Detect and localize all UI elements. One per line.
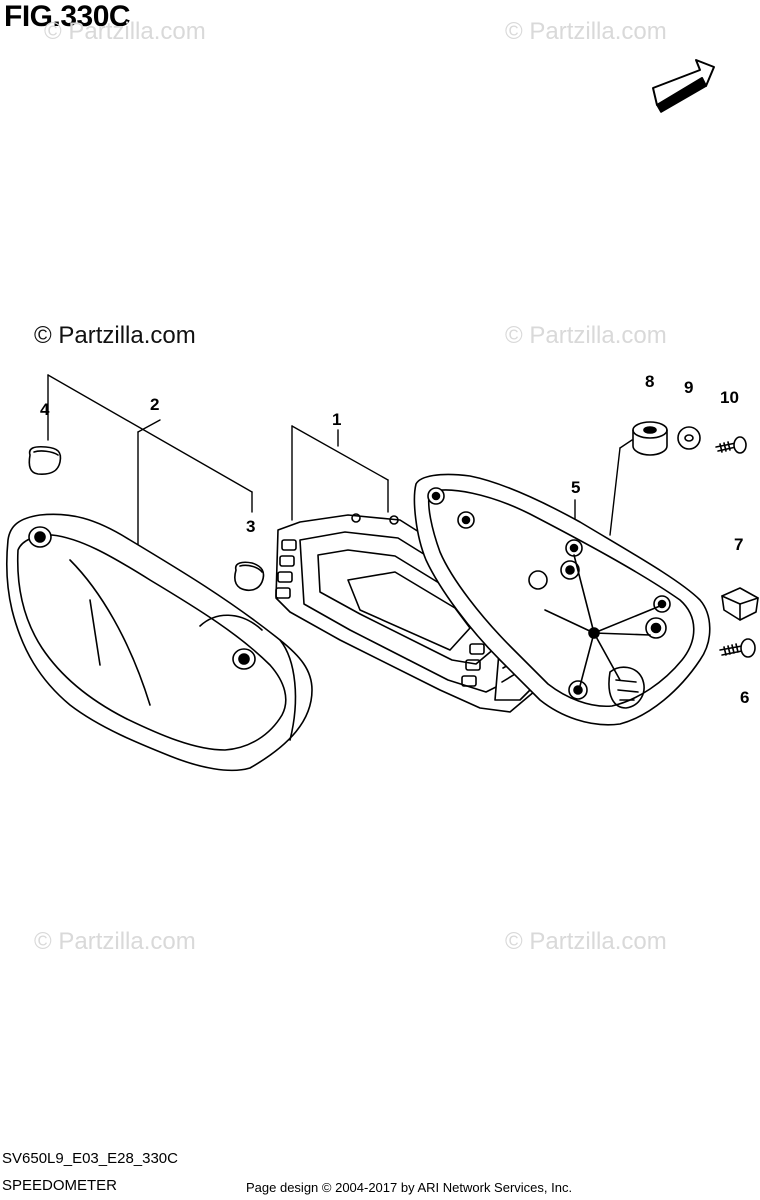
part-8-grommet (632, 421, 668, 456)
watermark-mid-right: © Partzilla.com (505, 322, 667, 349)
part-4-cap (28, 445, 62, 475)
part-5-rear-case (413, 473, 711, 726)
diagram-code: SV650L9_E03_E28_330C (2, 1150, 178, 1167)
part-10-screw (715, 436, 747, 454)
callout-5: 5 (571, 478, 581, 497)
figure-title: FIG.330C (4, 0, 131, 33)
callout-9: 9 (684, 378, 694, 397)
part-7-clip-nut (721, 587, 759, 621)
callout-2: 2 (150, 395, 160, 414)
leader-lines-1 (291, 425, 389, 521)
callout-1: 1 (332, 410, 342, 429)
watermark-top-left: © Partzilla.com (44, 18, 206, 45)
fwd-arrow-icon (652, 59, 715, 113)
part-6-screw (719, 638, 756, 658)
watermark-bottom-right: © Partzilla.com (505, 928, 667, 955)
leader-lines-2-3-4 (47, 374, 253, 549)
callout-4: 4 (40, 400, 50, 419)
callout-10: 10 (720, 388, 739, 407)
watermark-bottom-left: © Partzilla.com (34, 928, 196, 955)
footer-credit: Page design © 2004-2017 by ARI Network S… (246, 1180, 573, 1195)
callout-8: 8 (645, 372, 655, 391)
callout-6: 6 (740, 688, 750, 707)
part-3-cap (234, 561, 265, 592)
watermark-main: © Partzilla.com (34, 322, 196, 349)
section-name: SPEEDOMETER (2, 1177, 118, 1194)
part-2-cover (6, 513, 313, 772)
part-9-washer (677, 426, 701, 450)
callout-3: 3 (246, 517, 256, 536)
callout-7: 7 (734, 535, 744, 554)
watermark-top-right: © Partzilla.com (505, 18, 667, 45)
